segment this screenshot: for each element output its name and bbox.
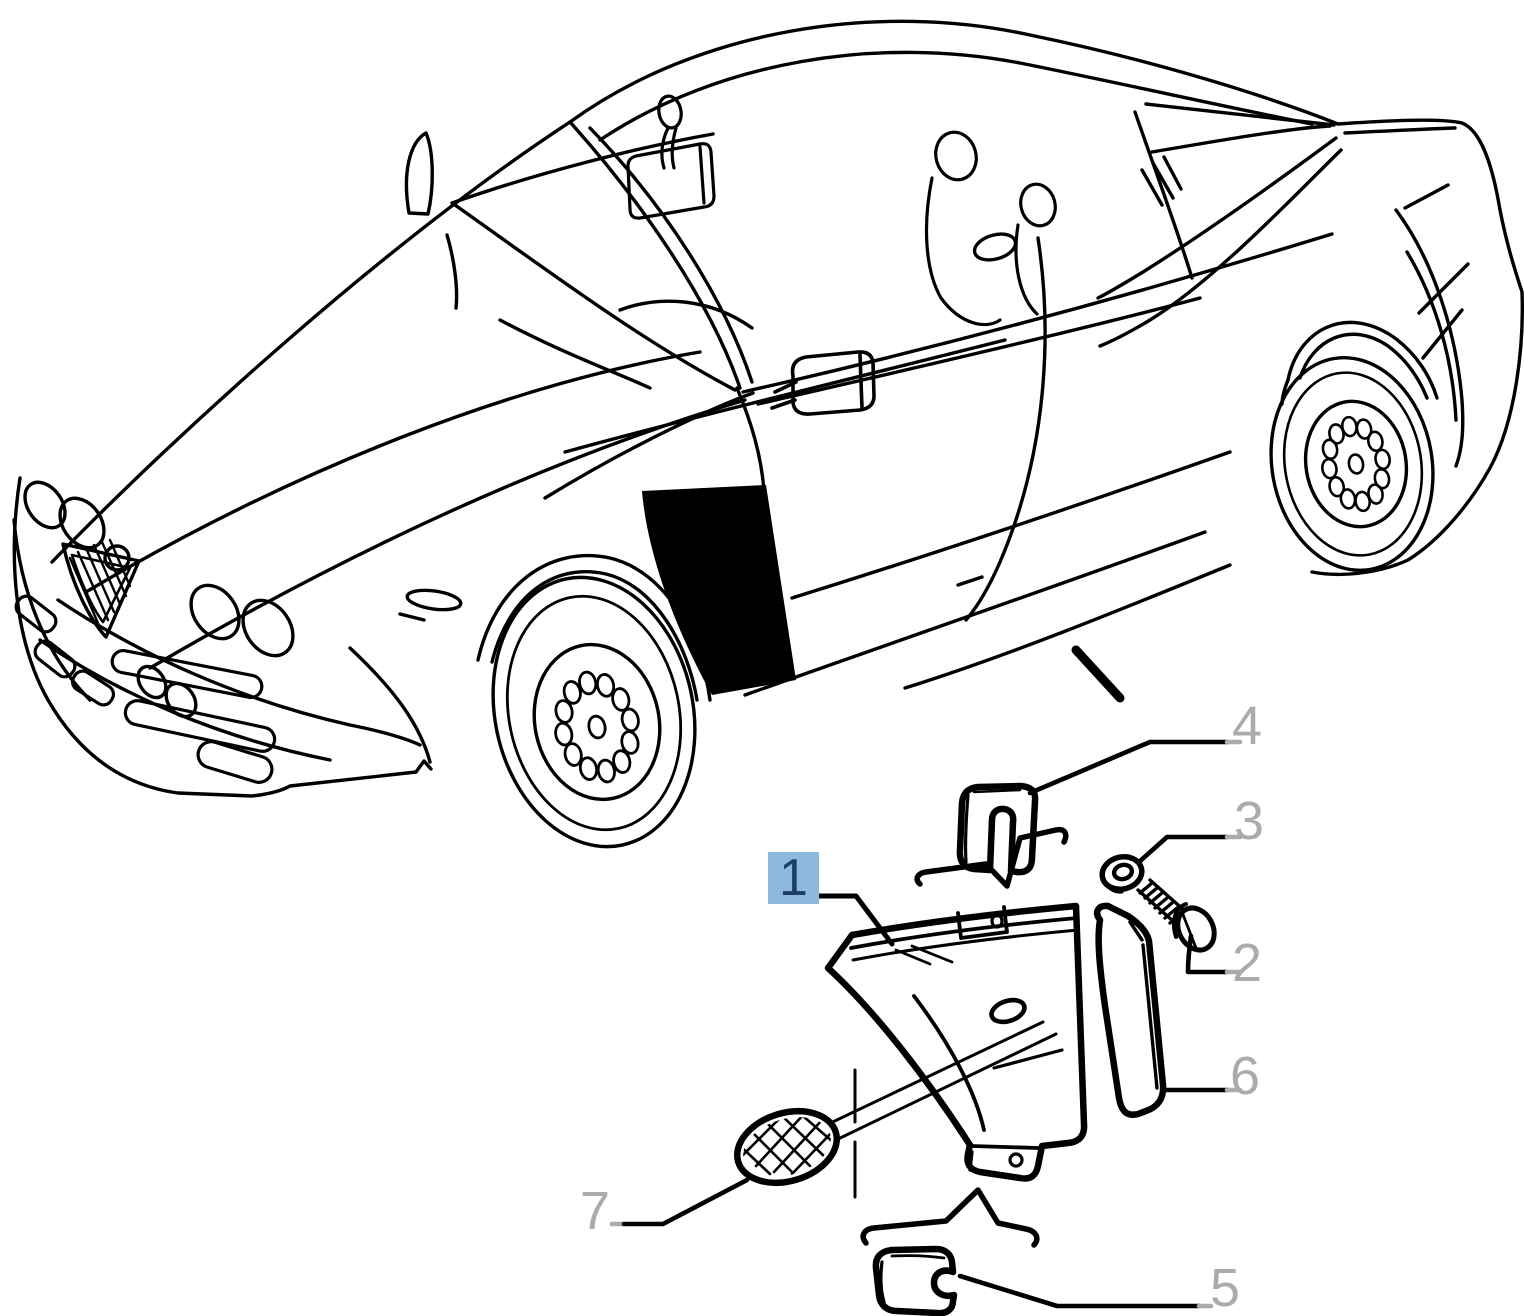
leader-line-1 (816, 893, 895, 947)
wheel-holes (1321, 415, 1391, 513)
wheel-holes (554, 670, 640, 784)
fender-section-silhouette (642, 485, 796, 695)
leader-line-7 (609, 1177, 750, 1227)
headlight-icon (241, 598, 295, 658)
position-brace-bottom (860, 1187, 1040, 1248)
car-illustration (12, 19, 1524, 849)
headlight-icon (189, 583, 241, 641)
leader-line-3 (1136, 834, 1243, 865)
callout-4[interactable]: 4 (1232, 696, 1263, 756)
headlight-icon (23, 480, 67, 530)
callout-2[interactable]: 2 (1232, 933, 1263, 993)
leader-line-2 (1185, 933, 1243, 975)
part-4-clip (956, 782, 1039, 876)
part-7-grommet (733, 1107, 841, 1187)
callout-6[interactable]: 6 (1230, 1046, 1261, 1106)
car-greenhouse (445, 110, 1334, 406)
position-brace-top (914, 826, 1069, 889)
car-roof-and-rear (568, 19, 1524, 577)
foglight-icon (136, 664, 168, 700)
side-repeater-icon (405, 588, 463, 612)
part-1-fender-panel (824, 902, 1088, 1182)
part-3-washer (1099, 853, 1145, 894)
part-6-seal-strip (1094, 902, 1167, 1118)
leader-line-4 (1027, 739, 1243, 796)
front-fascia (12, 476, 463, 798)
callout-5[interactable]: 5 (1210, 1258, 1241, 1316)
alfa-grille-icon (61, 538, 141, 639)
leader-line-5 (957, 1273, 1214, 1309)
callout-3[interactable]: 3 (1234, 791, 1265, 851)
exterior-mirror (770, 350, 876, 416)
exploded-view (609, 739, 1243, 1316)
grommet-alignment-lines (818, 1020, 1058, 1199)
interior-mirror (626, 94, 716, 220)
interior-seats (924, 130, 1057, 327)
bumper-slats (14, 594, 277, 784)
part-2-bolt (1136, 878, 1217, 953)
door-and-side (563, 232, 1232, 703)
callout-1[interactable]: 1 (768, 852, 819, 904)
headlight-icon (58, 496, 106, 550)
rear-wheel (1269, 320, 1439, 572)
part-5-clip (872, 1245, 958, 1316)
callout-7[interactable]: 7 (580, 1181, 611, 1241)
hood-lines (50, 120, 755, 670)
